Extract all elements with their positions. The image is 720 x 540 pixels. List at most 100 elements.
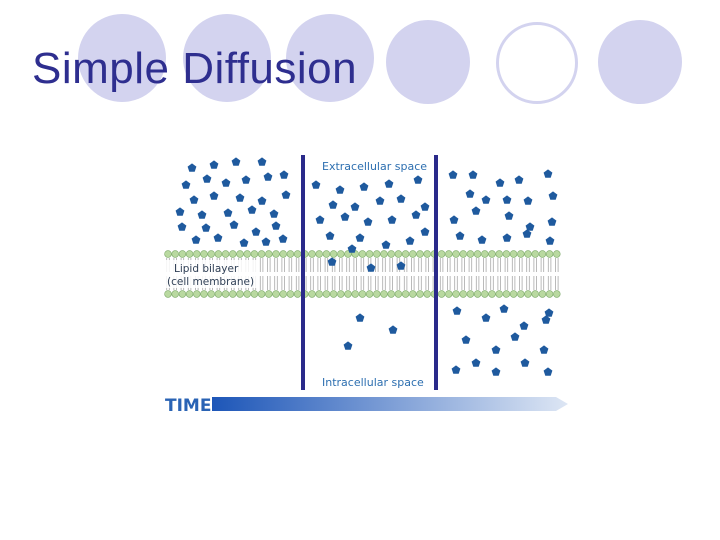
molecule xyxy=(251,227,261,236)
molecule xyxy=(231,157,241,166)
decor-circle xyxy=(183,14,271,102)
molecule xyxy=(481,195,491,204)
molecule xyxy=(350,202,360,211)
lipid-head xyxy=(387,290,395,298)
decor-circle-ring xyxy=(496,22,578,104)
molecule xyxy=(359,182,369,191)
lipid-head xyxy=(409,250,417,258)
extracellular-label: Extracellular space xyxy=(322,160,427,173)
lipid-head xyxy=(265,290,273,298)
molecule xyxy=(396,261,406,270)
molecule xyxy=(269,209,279,218)
lipid-head xyxy=(308,290,316,298)
molecule xyxy=(491,345,501,354)
time-label: TIME xyxy=(165,396,211,416)
intracellular-label: Intracellular space xyxy=(322,376,424,389)
lipid-head xyxy=(164,250,172,258)
lipid-head xyxy=(229,250,237,258)
lipid-head xyxy=(502,250,511,258)
lipid-head xyxy=(358,250,367,258)
molecule xyxy=(541,315,551,324)
molecule xyxy=(241,175,251,184)
molecule xyxy=(539,345,549,354)
lipid-head xyxy=(394,250,403,258)
molecule xyxy=(452,306,462,315)
molecule xyxy=(384,179,394,188)
lipid-head xyxy=(466,250,475,258)
lipid-head xyxy=(545,250,554,258)
lipid-head xyxy=(358,290,367,298)
slide-title: Simple Diffusion xyxy=(32,44,358,93)
lipid-bilayer xyxy=(164,250,561,298)
molecule xyxy=(481,313,491,322)
molecule xyxy=(523,196,533,205)
lipid-head xyxy=(286,290,295,298)
lipid-head xyxy=(250,290,259,298)
molecule xyxy=(213,233,223,242)
lipid-head xyxy=(517,290,525,298)
lipid-head xyxy=(164,290,172,298)
lipid-head xyxy=(473,290,482,298)
lipid-head xyxy=(243,250,251,258)
lipid-head xyxy=(401,250,410,258)
lipid-head xyxy=(286,250,295,258)
lipid-head xyxy=(272,250,280,258)
lipid-head xyxy=(437,250,446,258)
lipid-head xyxy=(380,290,388,298)
molecule xyxy=(525,222,535,231)
lipid-head xyxy=(329,290,338,298)
lipid-head xyxy=(409,290,417,298)
molecule xyxy=(455,231,465,240)
lipid-head xyxy=(509,290,518,298)
molecule xyxy=(514,175,524,184)
molecule xyxy=(547,217,557,226)
divider-line-2 xyxy=(434,155,438,390)
lipid-head xyxy=(344,290,352,298)
molecule xyxy=(543,367,553,376)
molecule xyxy=(235,193,245,202)
lipid-head xyxy=(322,290,331,298)
membrane-label-line2: (cell membrane) xyxy=(167,276,254,288)
lipid-head xyxy=(365,290,374,298)
lipid-head xyxy=(373,290,381,298)
molecule xyxy=(229,220,239,229)
molecule xyxy=(261,237,271,246)
molecule xyxy=(504,211,514,220)
molecule xyxy=(279,170,289,179)
lipid-head xyxy=(214,250,223,258)
lipid-head xyxy=(459,250,467,258)
time-arrow: TIME xyxy=(165,396,568,416)
lipid-head xyxy=(538,290,547,298)
molecule xyxy=(375,196,385,205)
lipid-head xyxy=(481,250,489,258)
molecule xyxy=(340,212,350,221)
lipid-head xyxy=(452,290,460,298)
lipid-head xyxy=(322,250,331,258)
lipid-head xyxy=(495,290,503,298)
molecule xyxy=(519,321,529,330)
molecule xyxy=(405,236,415,245)
molecule xyxy=(420,227,430,236)
decor-circle xyxy=(386,20,470,104)
lipid-head xyxy=(250,250,259,258)
lipid-head xyxy=(236,290,244,298)
molecule xyxy=(471,206,481,215)
molecule xyxy=(209,191,219,200)
molecule xyxy=(396,194,406,203)
molecule xyxy=(520,358,530,367)
molecule xyxy=(239,238,249,247)
molecule xyxy=(363,217,373,226)
lipid-head xyxy=(200,250,208,258)
lipid-head xyxy=(459,290,467,298)
molecule xyxy=(201,223,211,232)
molecule xyxy=(325,231,335,240)
lipid-head xyxy=(236,250,244,258)
molecule xyxy=(271,221,281,230)
lipid-head xyxy=(509,250,518,258)
molecule xyxy=(263,172,273,181)
molecule xyxy=(189,195,199,204)
molecule xyxy=(257,196,267,205)
molecule xyxy=(366,263,376,272)
lipid-head xyxy=(437,290,446,298)
